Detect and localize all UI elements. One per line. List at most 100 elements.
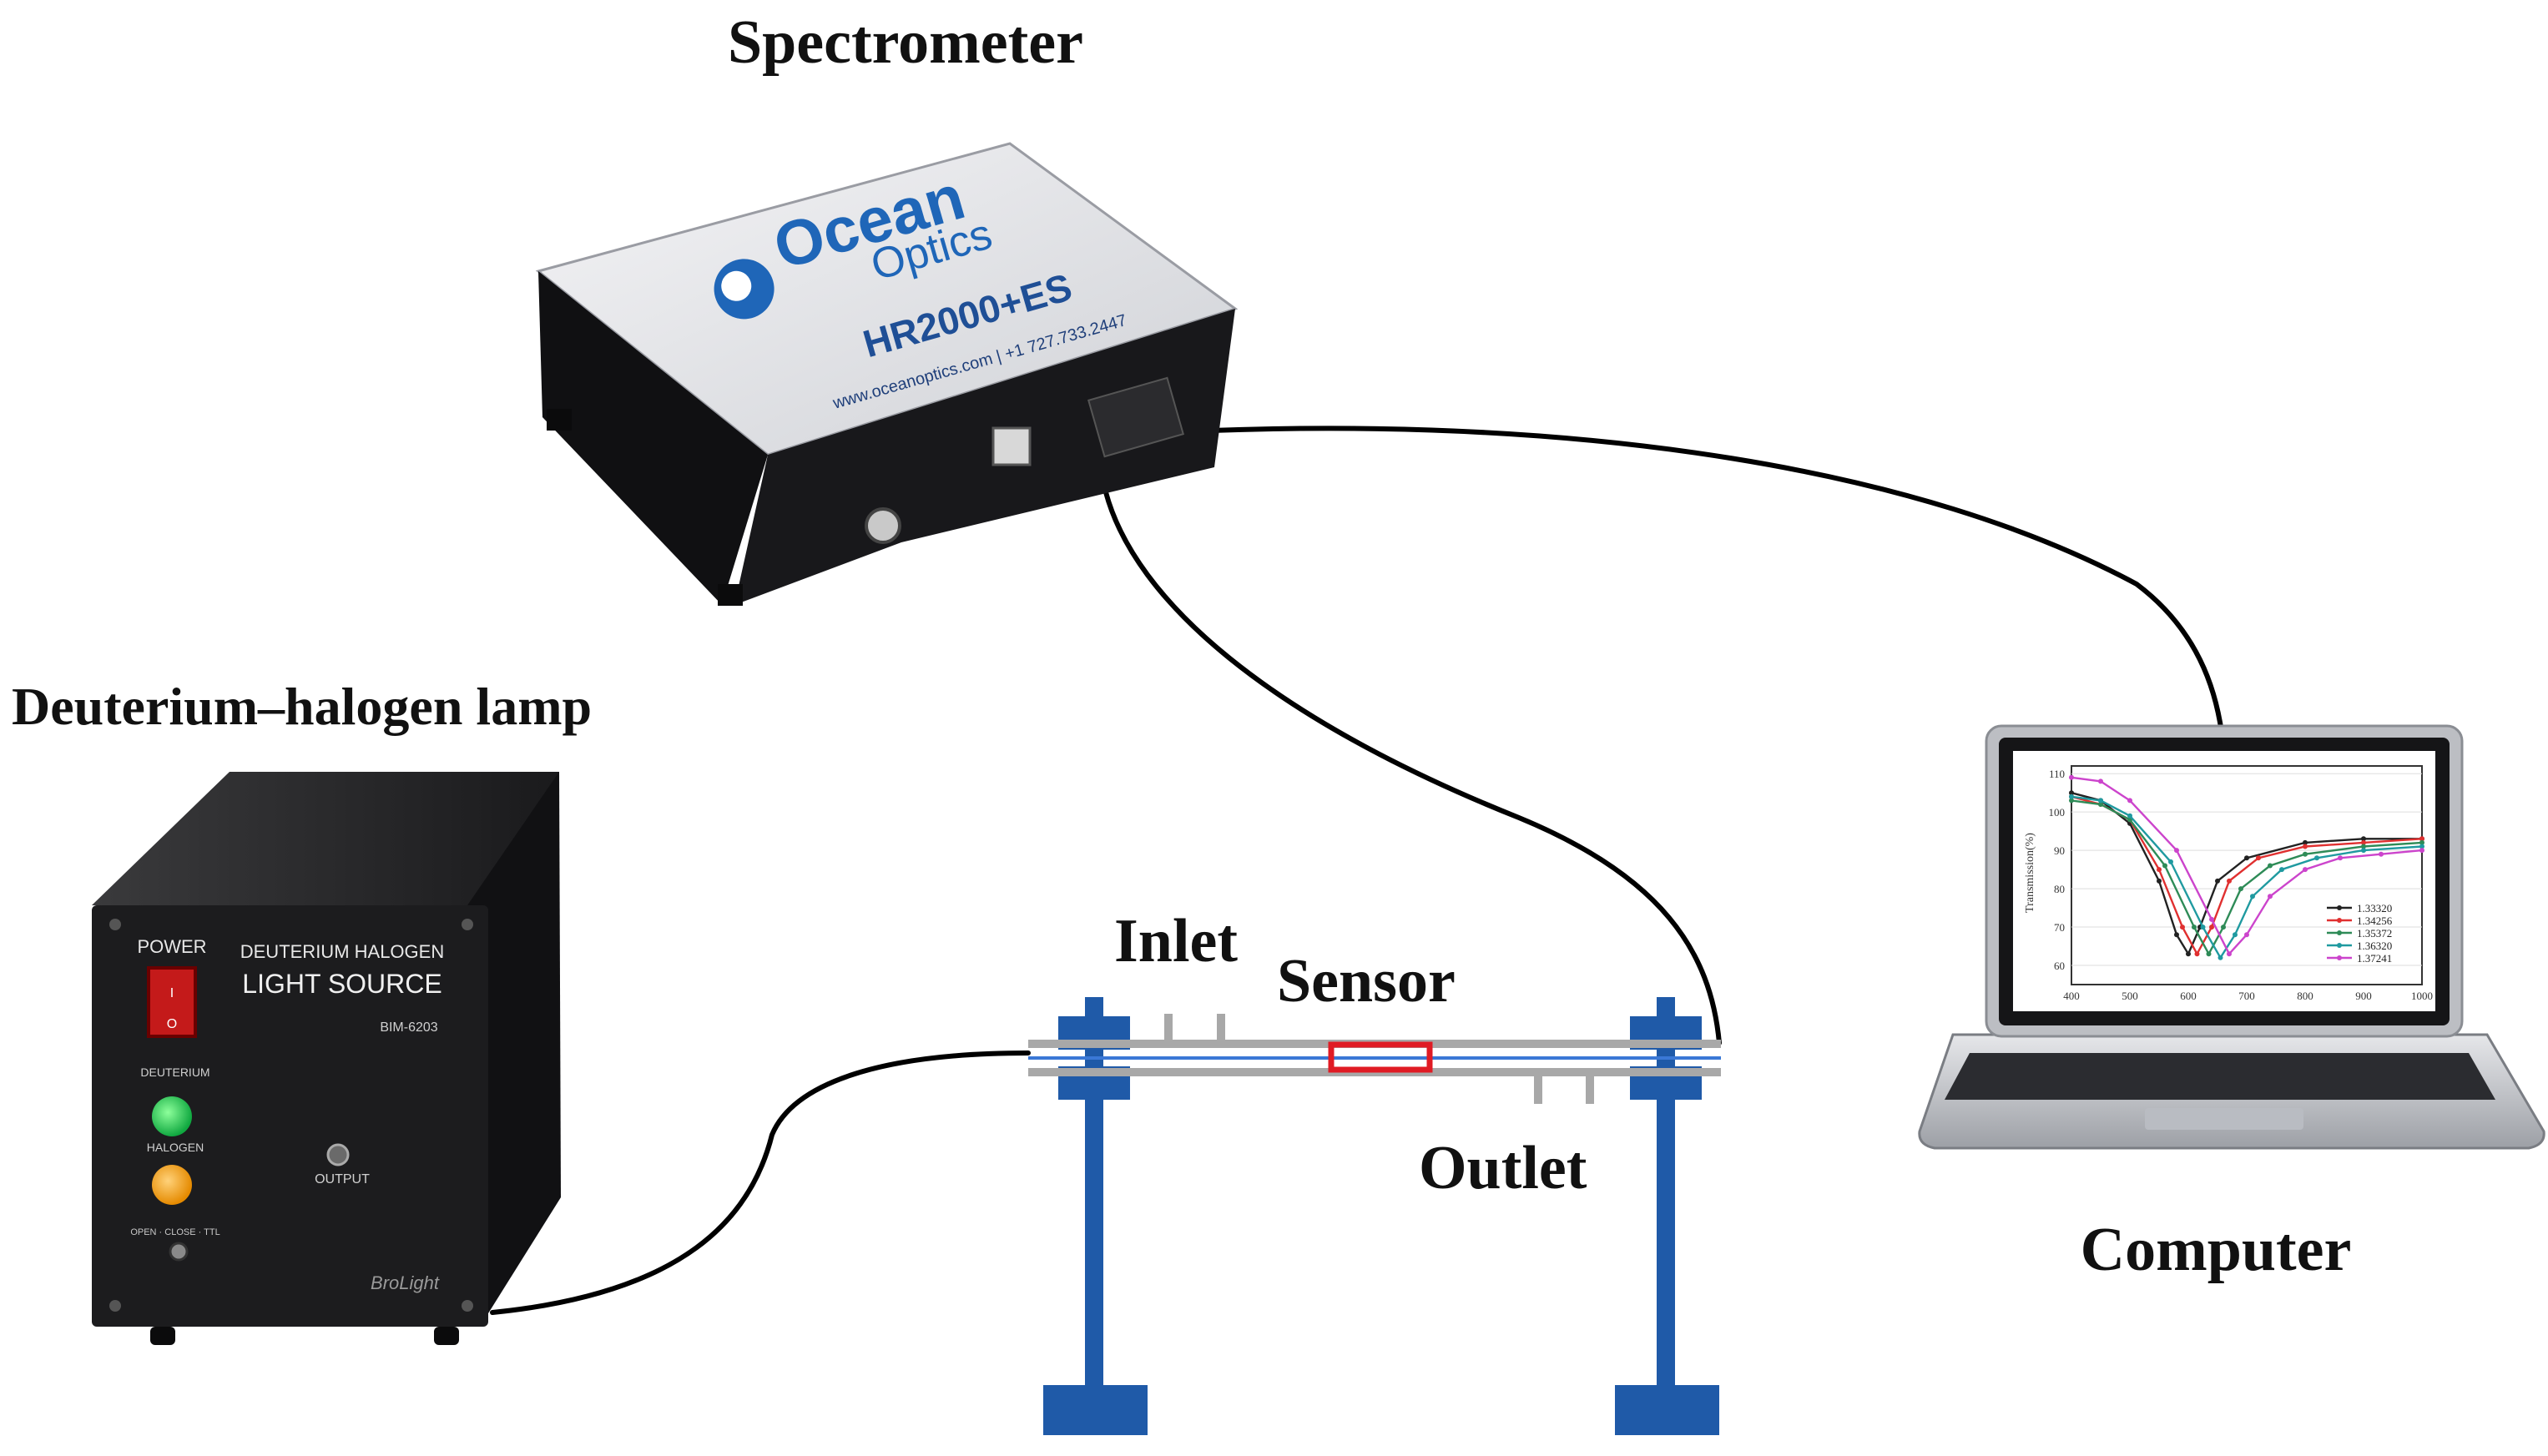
lamp-screw — [462, 919, 473, 930]
accessory-port — [1087, 376, 1184, 458]
spectrometer-device: Ocean Optics HR2000+ES www.oceanoptics.c… — [535, 142, 1239, 606]
fiber-connector — [865, 507, 901, 544]
chart-legend-marker — [2337, 905, 2342, 910]
outlet-label: Outlet — [1419, 1134, 1587, 1202]
computer-label: Computer — [2081, 1216, 2352, 1284]
spectrometer-to-computer-cable — [1208, 426, 2227, 758]
chart-legend-label: 1.33320 — [2357, 902, 2392, 914]
chart-point — [2303, 844, 2308, 849]
spectrometer-to-sensor-fiber — [1103, 490, 1722, 1045]
chart-point — [2069, 790, 2074, 796]
chart-legend-marker — [2337, 955, 2342, 960]
chart-y-tick-label: 110 — [2049, 768, 2065, 780]
power-switch[interactable] — [147, 966, 197, 1038]
chart-series-line — [2071, 799, 2423, 956]
chart-point — [2157, 878, 2162, 884]
chart-y-tick-label: 80 — [2054, 883, 2065, 895]
chart-point — [2227, 951, 2232, 957]
chart-point — [2361, 839, 2366, 845]
lamp-to-sensor-fiber — [490, 1050, 1031, 1315]
lamp-title-line2: LIGHT SOURCE — [242, 969, 441, 999]
chart-point — [2069, 774, 2074, 780]
chart-point — [2268, 863, 2273, 869]
chart-point — [2303, 839, 2308, 845]
inlet-port-wall-left — [1164, 1014, 1173, 1045]
lamp-power-label: POWER — [137, 936, 206, 957]
chart-legend-label: 1.34256 — [2357, 914, 2393, 927]
chart-point — [2200, 924, 2206, 930]
inlet-port-wall-right — [1217, 1014, 1225, 1045]
chart-point — [2127, 813, 2132, 819]
chart-point — [2361, 848, 2366, 854]
chart-x-tick-label: 900 — [2355, 990, 2372, 1002]
chart-legend-label: 1.36320 — [2357, 940, 2392, 952]
chart-series-line — [2071, 792, 2422, 956]
chart-point — [2186, 951, 2191, 957]
output-port — [326, 1143, 350, 1166]
laptop-touchpad — [2145, 1108, 2303, 1130]
chart-y-tick-label: 90 — [2054, 844, 2065, 857]
chart-point — [2215, 878, 2220, 884]
chart-y-axis-label: Transmission(%) — [2024, 833, 2036, 913]
halogen-led[interactable] — [152, 1165, 192, 1205]
chart-point — [2361, 844, 2366, 849]
chart-point — [2194, 951, 2200, 957]
outlet-port-wall-right — [1586, 1071, 1594, 1104]
sensor-label: Sensor — [1277, 947, 1456, 1015]
spectrometer-foot-rear — [547, 409, 572, 431]
lamp-device: POWER I O DEUTERIUM HALOGEN LIGHT SOURCE… — [92, 772, 561, 1345]
chart-y-tick-label: 60 — [2054, 960, 2065, 972]
chart-point — [2238, 886, 2243, 892]
chart-y-tick-label: 70 — [2054, 921, 2065, 934]
chart-point — [2069, 793, 2074, 799]
right-stand-base — [1615, 1385, 1719, 1435]
chart-series — [2069, 774, 2424, 960]
lamp-brand: BroLight — [371, 1272, 440, 1293]
chart-point — [2069, 798, 2074, 804]
chart-point — [2419, 839, 2424, 845]
chart-point — [2244, 932, 2249, 938]
chart-x-tick-label: 700 — [2238, 990, 2255, 1002]
deuterium-led[interactable] — [152, 1096, 192, 1136]
optical-fiber — [1028, 1056, 1721, 1060]
mode-toggle[interactable] — [169, 1242, 189, 1262]
outlet-port-wall-left — [1534, 1071, 1542, 1104]
chart-point — [2303, 851, 2308, 857]
chart-point — [2361, 836, 2366, 842]
chart-point — [2206, 951, 2212, 957]
chart-point — [2256, 855, 2261, 861]
chart-point — [2279, 867, 2284, 873]
chart-legend-label: 1.37241 — [2357, 952, 2392, 965]
deuterium-led-label: DEUTERIUM — [140, 1066, 209, 1079]
sensor-element — [1328, 1041, 1433, 1073]
chart-point — [2157, 867, 2162, 873]
chart-grid — [2071, 773, 2422, 966]
chart-point — [2250, 894, 2255, 899]
chart-y-tick-label: 100 — [2049, 806, 2066, 819]
chart-point — [2209, 924, 2214, 930]
chart-point — [2227, 878, 2232, 884]
chart-point — [2168, 859, 2173, 864]
power-switch-on-mark: I — [170, 986, 174, 1000]
lamp-title-line1: DEUTERIUM HALOGEN — [240, 941, 444, 962]
chart-point — [2174, 848, 2179, 854]
right-stand-post — [1657, 997, 1675, 1385]
chart-legend-label: 1.35372 — [2357, 927, 2392, 940]
chart-point — [2098, 802, 2103, 807]
chart-series-line — [2071, 776, 2423, 956]
chart-x-tick-label: 1000 — [2411, 990, 2433, 1002]
chart-point — [2314, 855, 2319, 861]
lamp-screw — [109, 919, 121, 930]
lamp-foot — [150, 1327, 175, 1345]
chart-point — [2379, 851, 2384, 857]
chart-x-tick-label: 800 — [2297, 990, 2313, 1002]
chart-point — [2419, 848, 2424, 854]
laptop-screen — [2013, 751, 2435, 1011]
chart-plot-frame — [2071, 765, 2423, 985]
lamp-screw — [462, 1300, 473, 1312]
chart-point — [2233, 932, 2238, 938]
